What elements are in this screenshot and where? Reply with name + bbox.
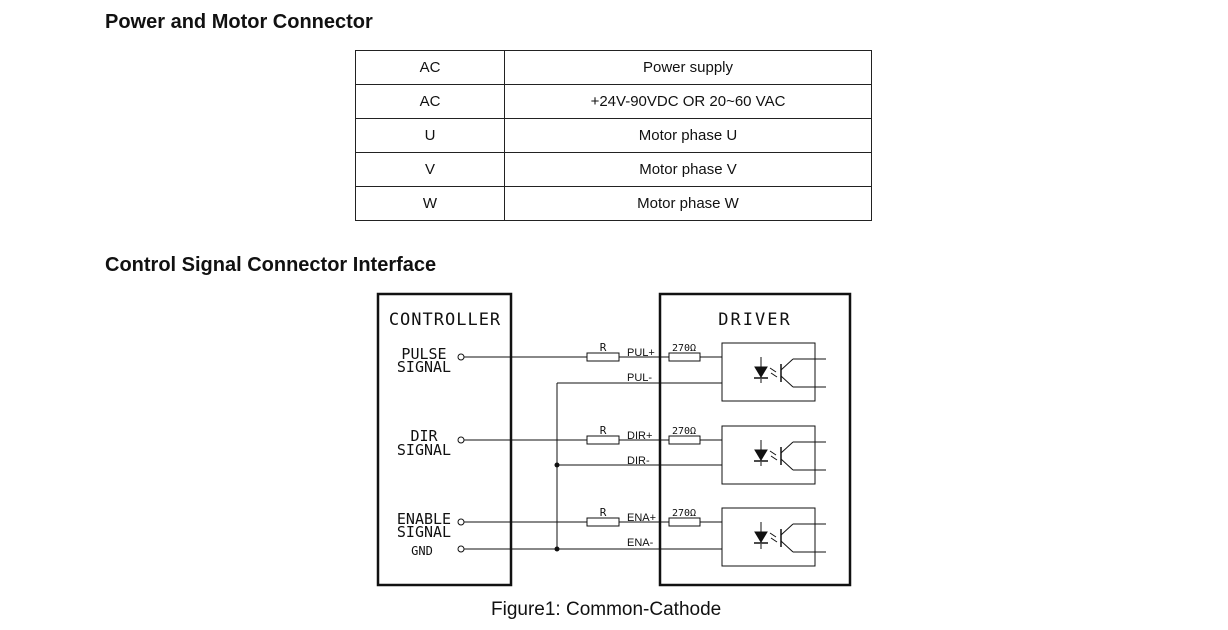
- description-cell: Motor phase W: [504, 186, 872, 221]
- pin-cell: V: [355, 152, 505, 187]
- controller-title: CONTROLLER: [389, 310, 501, 330]
- dir-terminal: [457, 436, 465, 444]
- optocoupler-2: [669, 425, 826, 485]
- enable-signal-label: SIGNAL: [397, 523, 451, 541]
- resistor-label: R: [600, 341, 607, 354]
- table-row: W Motor phase W: [355, 186, 872, 221]
- external-resistors: [586, 352, 620, 527]
- power-connector-heading: Power and Motor Connector: [105, 11, 373, 33]
- enable-terminal: [457, 518, 465, 526]
- junction-dots: [554, 462, 560, 552]
- table-row: AC +24V-90VDC OR 20~60 VAC: [355, 84, 872, 119]
- optocoupler-3: [669, 507, 826, 567]
- description-cell: Motor phase V: [504, 152, 872, 187]
- dir-minus-label: DIR-: [627, 455, 650, 467]
- resistor-value-label: 270Ω: [672, 343, 696, 354]
- pin-cell: W: [355, 186, 505, 221]
- description-cell: Power supply: [504, 50, 872, 85]
- description-cell: Motor phase U: [504, 118, 872, 153]
- pul-minus-label: PUL-: [627, 372, 652, 384]
- pin-cell: AC: [355, 50, 505, 85]
- optocoupler-1: [669, 342, 826, 402]
- power-motor-table: AC Power supply AC +24V-90VDC OR 20~60 V…: [355, 50, 872, 221]
- driver-box: [658, 292, 852, 587]
- driver-title: DRIVER: [718, 310, 791, 330]
- resistor-dir: [586, 435, 620, 445]
- resistor-label: R: [600, 506, 607, 519]
- enable-label: ENABLE: [397, 510, 451, 528]
- pulse-terminal: [457, 353, 465, 361]
- resistor-enable: [586, 517, 620, 527]
- resistor-label: R: [600, 424, 607, 437]
- gnd-label: GND: [411, 544, 433, 558]
- table-row: U Motor phase U: [355, 118, 872, 153]
- dir-label: DIR: [410, 427, 438, 445]
- pin-cell: AC: [355, 84, 505, 119]
- terminals: [457, 353, 465, 553]
- resistor-pulse: [586, 352, 620, 362]
- dir-signal-label: SIGNAL: [397, 441, 451, 459]
- pulse-signal-label: SIGNAL: [397, 358, 451, 376]
- internal-resistors: [668, 352, 722, 527]
- gnd-terminal: [457, 545, 465, 553]
- ena-plus-label: ENA+: [627, 512, 656, 524]
- dir-plus-label: DIR+: [627, 430, 652, 442]
- resistor-value-label: 270Ω: [672, 426, 696, 437]
- figure-caption: Figure1: Common-Cathode: [491, 599, 722, 620]
- table-row: V Motor phase V: [355, 152, 872, 187]
- pul-plus-label: PUL+: [627, 347, 655, 359]
- resistor-value-label: 270Ω: [672, 508, 696, 519]
- control-signal-heading: Control Signal Connector Interface: [105, 254, 437, 276]
- table-row: AC Power supply: [355, 50, 872, 85]
- description-cell: +24V-90VDC OR 20~60 VAC: [504, 84, 872, 119]
- pulse-label: PULSE: [401, 345, 446, 363]
- ena-minus-label: ENA-: [627, 537, 654, 549]
